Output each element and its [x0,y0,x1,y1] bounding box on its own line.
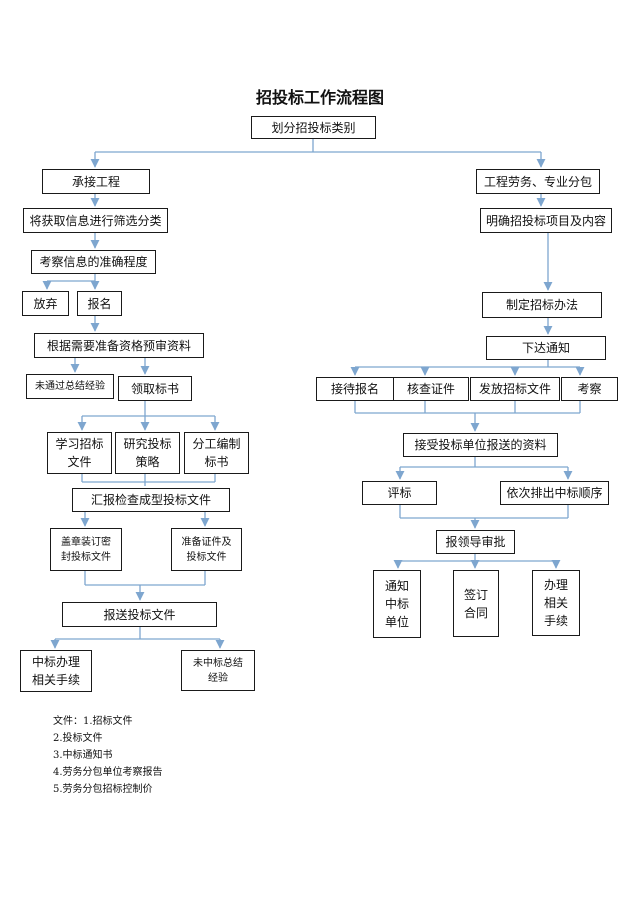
node-undertake-project: 承接工程 [42,169,150,194]
node-notify-winner: 通知 中标 单位 [373,570,421,638]
node-clarify-project: 明确招投标项目及内容 [480,208,612,233]
node-bidding-method: 制定招标办法 [482,292,602,318]
node-screen-info: 将获取信息进行筛选分类 [23,208,168,233]
node-submit-bid: 报送投标文件 [62,602,217,627]
note-item: 4.劳务分包单位考察报告 [53,767,163,778]
node-study-tender: 学习招标 文件 [47,432,112,474]
node-get-bid-docs: 领取标书 [118,376,192,401]
node-labor-subcontract: 工程劳务、专业分包 [476,169,600,194]
node-distribute-docs: 发放招标文件 [470,377,560,401]
node-report-check: 汇报检查成型投标文件 [72,488,230,512]
node-rank-winners: 依次排出中标顺序 [500,481,609,505]
node-evaluate-bid: 评标 [362,481,437,505]
node-inspection: 考察 [561,377,618,401]
node-prepare-certs: 准备证件及 投标文件 [171,528,242,571]
node-receive-materials: 接受投标单位报送的资料 [403,433,558,457]
node-sign-up: 报名 [77,291,122,316]
node-prequal-materials: 根据需要准备资格预审资料 [34,333,204,358]
note-item: 3.中标通知书 [53,750,113,761]
node-divide-compile: 分工编制 标书 [184,432,249,474]
node-issue-notice: 下达通知 [486,336,606,360]
node-fail-summary: 未通过总结经验 [26,374,114,399]
node-verify-certs: 核查证件 [393,377,469,401]
node-assess-accuracy: 考察信息的准确程度 [31,250,156,274]
node-won-bid: 中标办理 相关手续 [20,650,92,692]
note-item: 2.投标文件 [53,733,103,744]
node-give-up: 放弃 [22,291,69,316]
node-reception-signup: 接待报名 [316,377,394,401]
note-item: 文件：1.招标文件 [53,716,133,727]
node-sign-contract: 签订 合同 [453,570,499,637]
node-research-strategy: 研究投标 策略 [115,432,180,474]
chart-title: 招投标工作流程图 [255,88,384,107]
document-notes: 文件：1.招标文件 2.投标文件 3.中标通知书 4.劳务分包单位考察报告 5.… [53,713,163,798]
node-leader-approval: 报领导审批 [436,530,515,554]
node-handle-procedures: 办理 相关 手续 [532,570,580,636]
node-root: 划分招投标类别 [251,116,376,139]
note-item: 5.劳务分包招标控制价 [53,784,153,795]
node-seal-bind: 盖章装订密 封投标文件 [50,528,122,571]
node-lost-bid: 未中标总结 经验 [181,650,255,691]
